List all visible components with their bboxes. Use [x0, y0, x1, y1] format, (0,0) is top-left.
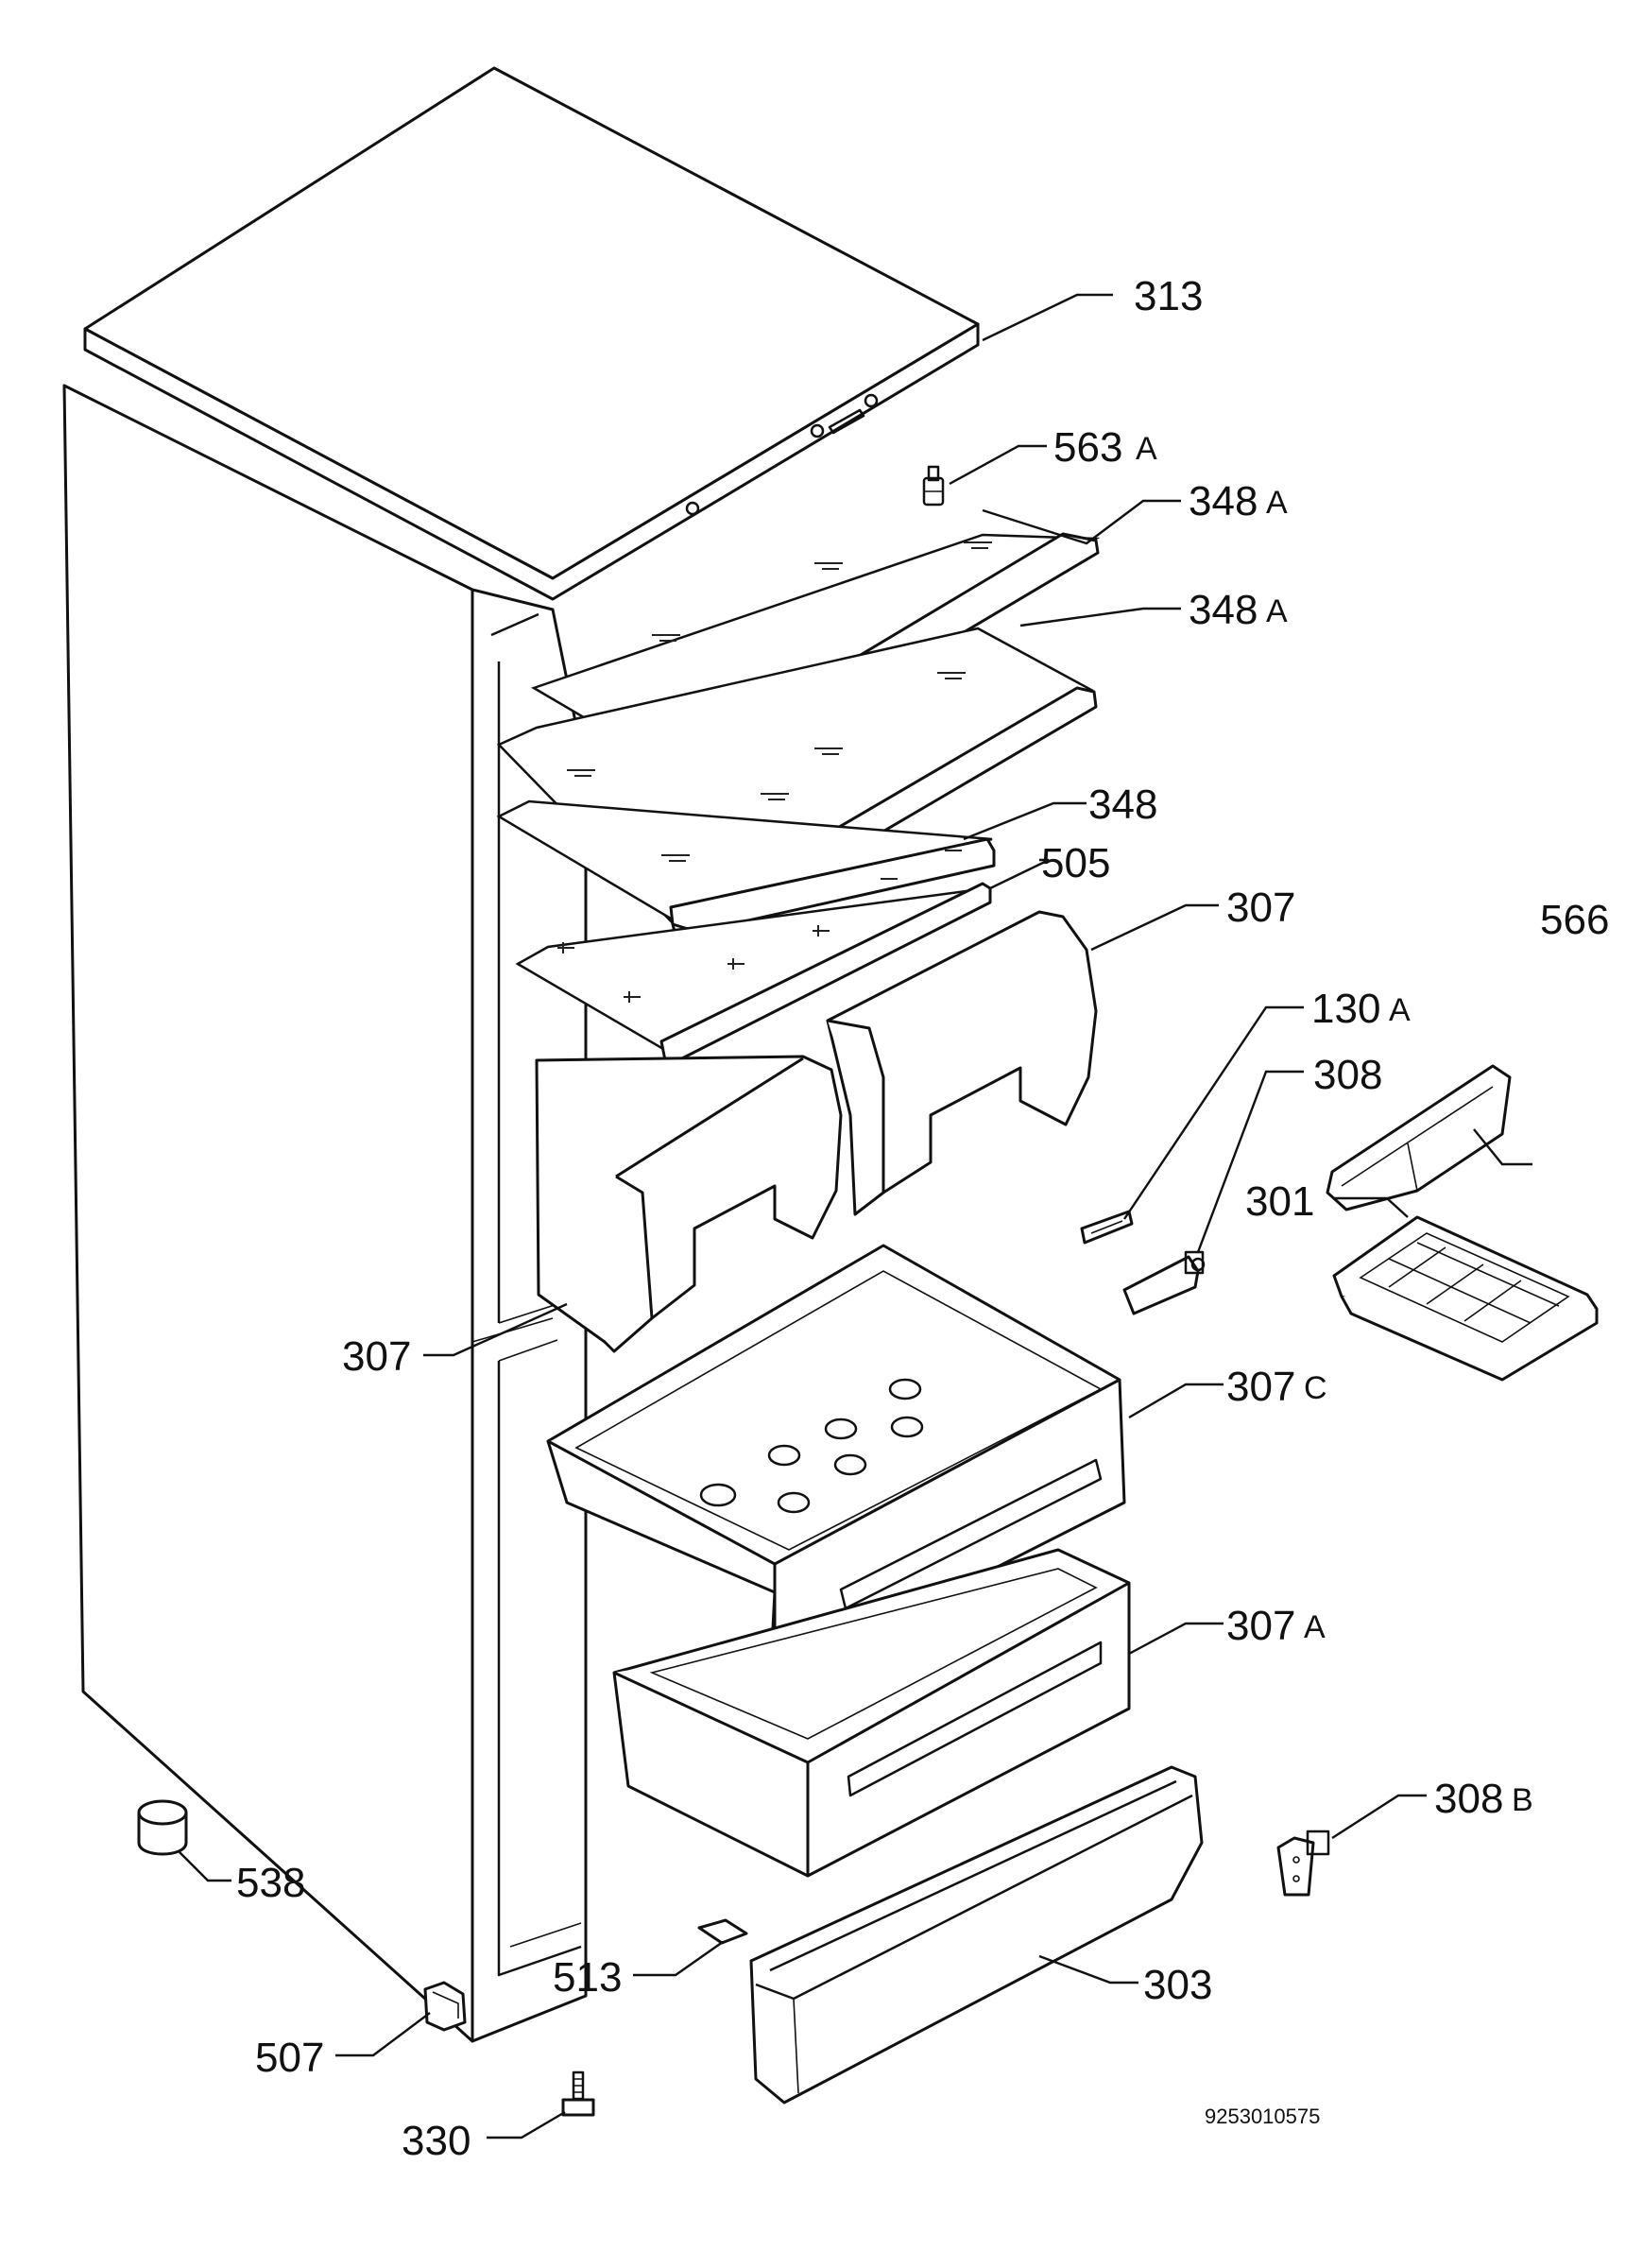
label-313: 313: [1134, 273, 1203, 319]
label-307-right: 307: [1226, 885, 1295, 931]
label-130a: 130: [1311, 986, 1380, 1032]
ice-cube-tray-301: [1332, 1215, 1599, 1382]
label-308b-suffix: B: [1512, 1782, 1533, 1818]
label-330: 330: [402, 2118, 471, 2164]
leader-lines: [179, 293, 1532, 2139]
bracket-507: [423, 1981, 467, 2032]
foot-538: [137, 1799, 188, 1856]
glass-shelf-505: [515, 882, 992, 1065]
label-130a-suffix: A: [1389, 992, 1411, 1028]
label-563a-suffix: A: [1136, 431, 1157, 467]
hinge-308: [1122, 1250, 1206, 1315]
top-cover-313: [83, 66, 980, 601]
label-348a-2-suffix: A: [1266, 593, 1288, 629]
label-513: 513: [553, 1954, 622, 2001]
label-348: 348: [1088, 782, 1157, 828]
label-566: 566: [1540, 897, 1609, 943]
door-balcony-303: [749, 1765, 1204, 2105]
label-307-left: 307: [342, 1333, 411, 1380]
drawer-holes: [699, 1378, 924, 1514]
label-301: 301: [1245, 1178, 1314, 1225]
label-348a-2: 348: [1189, 587, 1258, 633]
label-505: 505: [1041, 840, 1110, 886]
label-507: 507: [255, 2035, 324, 2081]
part-labels: 313 563 A 348 A 348 A 348 505 307 566 13…: [236, 273, 1609, 2164]
label-307a-suffix: A: [1304, 1609, 1326, 1645]
drawer-307a: [612, 1548, 1131, 1878]
label-538: 538: [236, 1860, 305, 1906]
screw-330: [561, 2070, 595, 2117]
glass-shelf-348: [496, 799, 996, 934]
label-348a-1-suffix: A: [1266, 485, 1288, 521]
refrigerator-cabinet: [62, 384, 588, 2043]
label-348a-1: 348: [1189, 478, 1258, 524]
hinge-308b: [1276, 1830, 1330, 1897]
document-number: 9253010575: [1205, 2105, 1320, 2128]
freezer-drawer-307-right: [826, 910, 1098, 1216]
clip-513: [697, 1918, 748, 1945]
part-130a: [1080, 1210, 1134, 1245]
freezer-drawer-307-left: [535, 1055, 843, 1353]
pin-563a: [922, 465, 945, 507]
label-307c-suffix: C: [1304, 1370, 1327, 1406]
label-307c: 307: [1226, 1364, 1295, 1410]
label-563a: 563: [1053, 424, 1122, 471]
label-303: 303: [1143, 1962, 1212, 2008]
egg-tray-566: [1326, 1064, 1512, 1211]
label-308b: 308: [1434, 1776, 1503, 1822]
label-307a: 307: [1226, 1603, 1295, 1649]
label-308: 308: [1313, 1052, 1382, 1098]
